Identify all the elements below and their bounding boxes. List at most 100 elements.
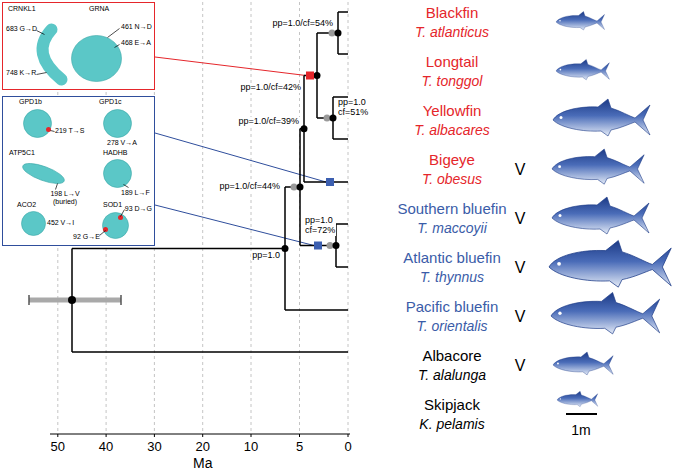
support-value: pp=1.0/cf=44% xyxy=(218,182,281,192)
v-mark: V xyxy=(515,161,526,179)
node-dot xyxy=(327,242,334,249)
protein-name: GRNA xyxy=(89,5,109,13)
fish-drawing xyxy=(553,352,613,375)
mutation-label: 748 K→R xyxy=(6,69,36,77)
species-name: Blackfin xyxy=(426,4,479,21)
node-dot xyxy=(329,30,336,37)
species-latin: T. tonggol xyxy=(422,73,483,89)
protein-structure xyxy=(43,30,62,80)
panel-ground xyxy=(2,2,155,90)
tree-branches xyxy=(72,12,348,352)
fish-drawing xyxy=(549,241,671,288)
support-value: pp=1.0/cf=54% xyxy=(271,19,334,29)
mutation-label: 92 G→E xyxy=(73,233,100,241)
species-latin: K. pelamis xyxy=(419,416,484,432)
axis-tick-label: 30 xyxy=(147,440,161,455)
protein-structure xyxy=(72,36,122,82)
species-latin: T. atlanticus xyxy=(415,24,489,40)
support-value: pp=1.0 cf=72% xyxy=(304,216,336,236)
species-latin: T. albacares xyxy=(414,122,490,138)
species-latin: T. orientalis xyxy=(416,318,487,334)
mutation-label: 93 D→G xyxy=(125,205,152,213)
mutation-label: 461 N→D xyxy=(121,23,152,31)
v-mark: V xyxy=(515,259,526,277)
protein-name: GPD1b xyxy=(19,98,42,106)
protein-structure xyxy=(22,212,46,236)
inset-panel: CRNKL1 683 G→D 748 K→R GRNA 461 N→D 468 E→A xyxy=(2,2,155,90)
support-value: pp=1.0 xyxy=(251,251,281,261)
v-mark: V xyxy=(515,210,526,228)
species-name: Yellowfin xyxy=(423,102,482,119)
node-dot xyxy=(335,30,342,37)
support-value: pp=1.0/cf=39% xyxy=(237,117,300,127)
mutation-label: 683 G→D xyxy=(6,25,37,33)
node-dot xyxy=(68,296,76,304)
protein-name: ATP5C1 xyxy=(9,149,35,157)
scale-bar xyxy=(566,413,597,415)
leader-line xyxy=(155,57,306,76)
protein-name: SOD1 xyxy=(103,201,122,209)
v-mark: V xyxy=(515,308,526,326)
species-name: Bigeye xyxy=(429,151,475,168)
axis-tick-label: 20 xyxy=(195,440,209,455)
protein-name: GPD1c xyxy=(99,98,122,106)
mutation-label: 219 T→S xyxy=(55,127,84,135)
protein-structure xyxy=(24,110,52,138)
node-dot xyxy=(333,242,340,249)
mutation-label: 468 E→A xyxy=(121,39,151,47)
support-value: pp=1.0/cf=42% xyxy=(239,83,302,93)
node-dot xyxy=(282,245,289,252)
panel-ground xyxy=(2,96,155,246)
time-axis xyxy=(50,434,350,437)
node-dot xyxy=(301,125,308,132)
node-dot xyxy=(314,72,321,79)
species-latin: T. alalunga xyxy=(418,367,486,383)
species-name: Longtail xyxy=(426,53,479,70)
protein-name: ACO2 xyxy=(17,201,36,209)
fish-drawing xyxy=(552,197,649,234)
axis-tick-label: 40 xyxy=(99,440,113,455)
mutation-label: 198 L→V (buried) xyxy=(47,190,83,206)
species-latin: T. obesus xyxy=(422,171,482,187)
fish-drawing xyxy=(556,59,609,79)
protein-name: CRNKL1 xyxy=(8,5,36,13)
support-value: pp=1.0 cf=51% xyxy=(337,98,369,118)
v-mark: V xyxy=(515,357,526,375)
axis-tick-label: 50 xyxy=(51,440,65,455)
mutation-site xyxy=(118,215,123,220)
axis-tick-label: 0 xyxy=(344,440,351,455)
node-dot xyxy=(330,115,337,122)
branch-marker xyxy=(314,242,322,250)
protein-name: HADHB xyxy=(103,149,128,157)
axis-tick-label: 10 xyxy=(244,440,258,455)
fish-drawing xyxy=(551,292,660,333)
axis-title: Ma xyxy=(193,455,212,471)
node-dot xyxy=(297,184,304,191)
date-interval-cap xyxy=(29,295,121,305)
branch-marker xyxy=(326,178,334,186)
species-name: Skipjack xyxy=(424,396,480,413)
species-latin: T. maccoyii xyxy=(417,220,487,236)
mutation-label: 452 V→I xyxy=(47,219,74,227)
protein-structure xyxy=(103,213,129,239)
species-name: Southern bluefin xyxy=(397,200,506,217)
species-name: Pacific bluefin xyxy=(406,298,499,315)
fish-drawing xyxy=(557,391,598,407)
fish-drawing xyxy=(552,149,644,184)
axis-tick-label: 5 xyxy=(296,440,303,455)
mutation-label: 278 V→A xyxy=(107,139,137,147)
mutation-label: 189 L→F xyxy=(121,189,150,197)
protein-structure xyxy=(20,159,66,187)
branch-marker xyxy=(306,72,314,80)
scale-label: 1m xyxy=(571,422,590,438)
node-dot xyxy=(324,115,331,122)
species-name: Atlantic bluefin xyxy=(403,249,501,266)
mutation-site xyxy=(46,127,51,132)
protein-structure xyxy=(104,110,132,138)
protein-structure xyxy=(104,160,132,188)
fish-drawing xyxy=(553,99,650,136)
node-dot xyxy=(291,184,298,191)
fish-drawing xyxy=(556,12,605,31)
mutation-site xyxy=(103,227,108,232)
